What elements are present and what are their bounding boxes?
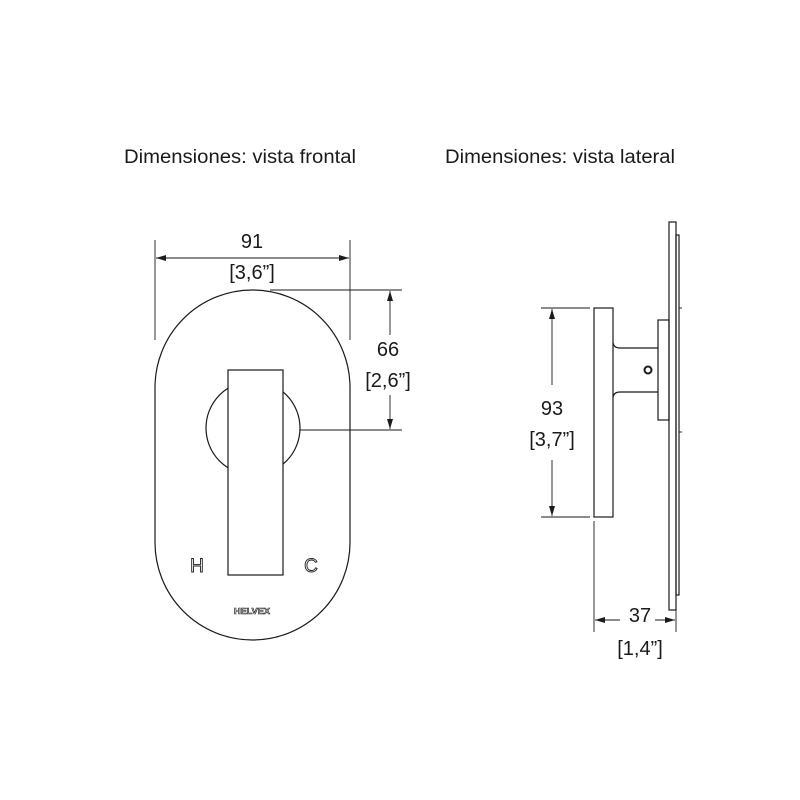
depth-in: [1,4”]: [617, 638, 663, 660]
height-mm: 66: [377, 339, 399, 361]
set-screw-icon: [643, 365, 653, 375]
height-in: [2,6”]: [365, 370, 411, 392]
cold-label: C: [304, 556, 318, 577]
front-view-title: Dimensiones: vista frontal: [124, 147, 356, 168]
side-view: Dimensiones: vista lateral 93 [3,7”] 37 …: [445, 147, 682, 660]
side-view-title: Dimensiones: vista lateral: [445, 147, 675, 168]
lever-handle: [227, 369, 284, 576]
mount-block: [657, 319, 670, 421]
lever-height-mm: 93: [541, 398, 563, 420]
width-mm: 91: [241, 231, 263, 253]
gasket-side: [675, 234, 680, 596]
lever-side: [593, 307, 614, 518]
front-view: Dimensiones: vista frontal H C HELVEX 91…: [124, 147, 411, 641]
lever-height-in: [3,7”]: [529, 429, 575, 451]
hot-label: H: [190, 556, 204, 577]
width-in: [3,6”]: [229, 262, 275, 284]
brand-logo: HELVEX: [234, 607, 271, 616]
wall-plate-side: [668, 221, 677, 611]
wall-plate-outline: [154, 289, 351, 641]
depth-mm: 37: [629, 605, 651, 627]
